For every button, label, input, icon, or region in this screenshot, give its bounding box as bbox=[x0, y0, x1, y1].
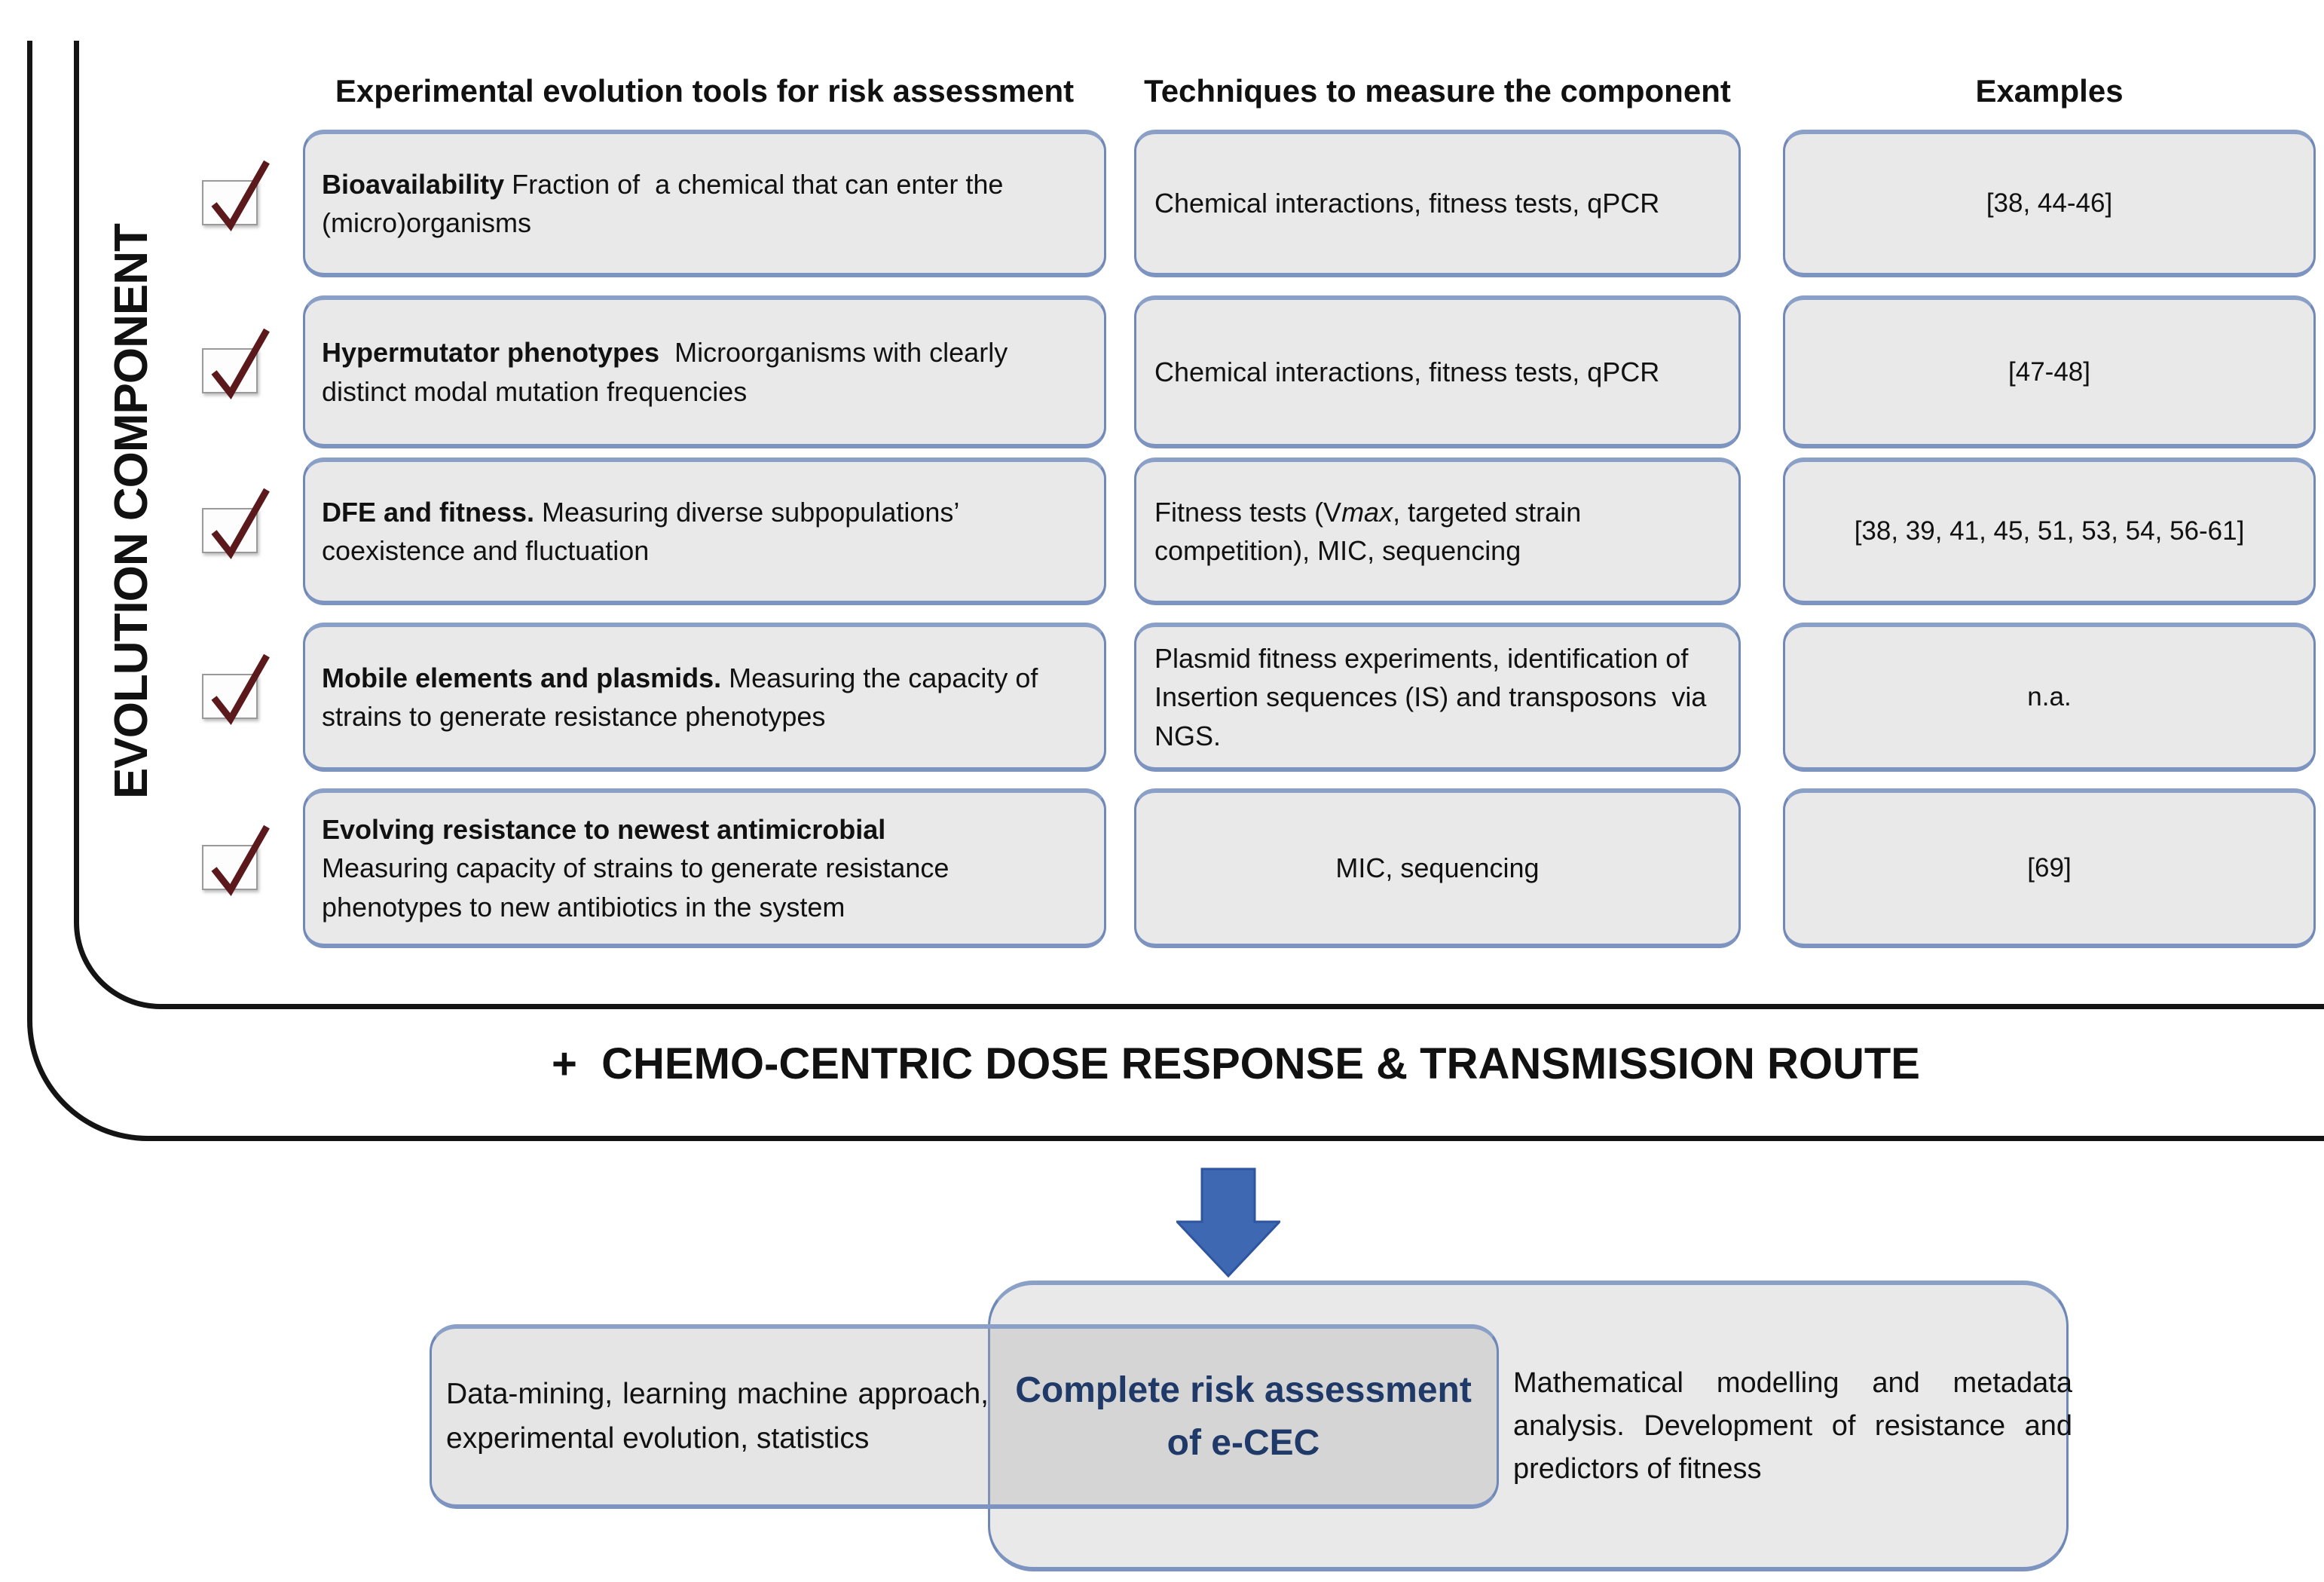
example-text: [38, 44-46] bbox=[1986, 188, 2113, 219]
tool-text: DFE and fitness. Measuring diverse subpo… bbox=[322, 496, 967, 566]
checkmark-icon bbox=[211, 653, 270, 726]
example-text: [47-48] bbox=[2008, 356, 2090, 387]
example-cell: [69] bbox=[1783, 788, 2316, 948]
data-mining-text-content: Data-mining, learning machine approach, … bbox=[446, 1378, 989, 1455]
data-mining-text: Data-mining, learning machine approach, … bbox=[446, 1324, 989, 1509]
tool-text: Bioavailability Fraction of a chemical t… bbox=[322, 168, 1011, 238]
example-text: [69] bbox=[2027, 853, 2072, 883]
tool-cell: Bioavailability Fraction of a chemical t… bbox=[303, 130, 1106, 277]
checkmark-icon bbox=[211, 328, 270, 400]
data-mining-box bbox=[430, 1324, 1499, 1509]
tool-cell: Evolving resistance to newest antimicrob… bbox=[303, 788, 1106, 948]
tool-cell: Mobile elements and plasmids. Measuring … bbox=[303, 623, 1106, 772]
down-arrow-icon bbox=[1176, 1167, 1280, 1278]
modelling-text-content: Mathematical modelling and metadata anal… bbox=[1513, 1367, 2072, 1485]
technique-cell: Chemical interactions, fitness tests, qP… bbox=[1134, 130, 1741, 277]
technique-text: Fitness tests (Vmax, targeted strain com… bbox=[1154, 496, 1589, 566]
example-text: n.a. bbox=[2027, 682, 2072, 712]
inner-frame-line bbox=[74, 41, 2324, 1009]
table-row: Bioavailability Fraction of a chemical t… bbox=[0, 130, 2324, 277]
table-row: Hypermutator phenotypes Microorganisms w… bbox=[0, 295, 2324, 448]
checkbox-checked[interactable] bbox=[202, 825, 270, 897]
tool-cell: Hypermutator phenotypes Microorganisms w… bbox=[303, 295, 1106, 448]
modelling-text: Mathematical modelling and metadata anal… bbox=[1513, 1334, 2072, 1519]
checkmark-icon bbox=[211, 488, 270, 560]
technique-cell: Plasmid fitness experiments, identificat… bbox=[1134, 623, 1741, 772]
tool-text: Evolving resistance to newest antimicrob… bbox=[322, 814, 949, 923]
chemo-centric-banner: + CHEMO-CENTRIC DOSE RESPONSE & TRANSMIS… bbox=[552, 1039, 1920, 1088]
column-header-tools: Experimental evolution tools for risk as… bbox=[335, 73, 1075, 109]
technique-text: Chemical interactions, fitness tests, qP… bbox=[1154, 356, 1660, 387]
table-row: Evolving resistance to newest antimicrob… bbox=[0, 788, 2324, 948]
checkbox-checked[interactable] bbox=[202, 328, 270, 400]
technique-text: MIC, sequencing bbox=[1335, 852, 1540, 884]
checkmark-icon bbox=[211, 825, 270, 897]
modelling-box bbox=[988, 1281, 2069, 1571]
technique-text: Chemical interactions, fitness tests, qP… bbox=[1154, 188, 1660, 219]
technique-cell: MIC, sequencing bbox=[1134, 788, 1741, 948]
table-row: DFE and fitness. Measuring diverse subpo… bbox=[0, 457, 2324, 605]
tool-text: Hypermutator phenotypes Microorganisms w… bbox=[322, 337, 1016, 407]
outer-frame-line bbox=[27, 41, 2324, 1141]
tool-cell: DFE and fitness. Measuring diverse subpo… bbox=[303, 457, 1106, 605]
complete-risk-assessment-title: Complete risk assessment of e-CEC bbox=[1015, 1369, 1472, 1463]
checkbox-checked[interactable] bbox=[202, 488, 270, 560]
technique-text: Plasmid fitness experiments, identificat… bbox=[1154, 643, 1714, 751]
table-row: Mobile elements and plasmids. Measuring … bbox=[0, 623, 2324, 772]
column-header-techniques: Techniques to measure the component bbox=[1144, 73, 1731, 109]
example-cell: [38, 44-46] bbox=[1783, 130, 2316, 277]
technique-cell: Chemical interactions, fitness tests, qP… bbox=[1134, 295, 1741, 448]
tool-text: Mobile elements and plasmids. Measuring … bbox=[322, 662, 1046, 732]
column-header-examples: Examples bbox=[1975, 73, 2124, 109]
example-cell: [38, 39, 41, 45, 51, 53, 54, 56-61] bbox=[1783, 457, 2316, 605]
technique-cell: Fitness tests (Vmax, targeted strain com… bbox=[1134, 457, 1741, 605]
checkmark-icon bbox=[211, 160, 270, 232]
example-text: [38, 39, 41, 45, 51, 53, 54, 56-61] bbox=[1854, 516, 2245, 546]
example-cell: [47-48] bbox=[1783, 295, 2316, 448]
checkbox-checked[interactable] bbox=[202, 653, 270, 726]
example-cell: n.a. bbox=[1783, 623, 2316, 772]
checkbox-checked[interactable] bbox=[202, 160, 270, 232]
